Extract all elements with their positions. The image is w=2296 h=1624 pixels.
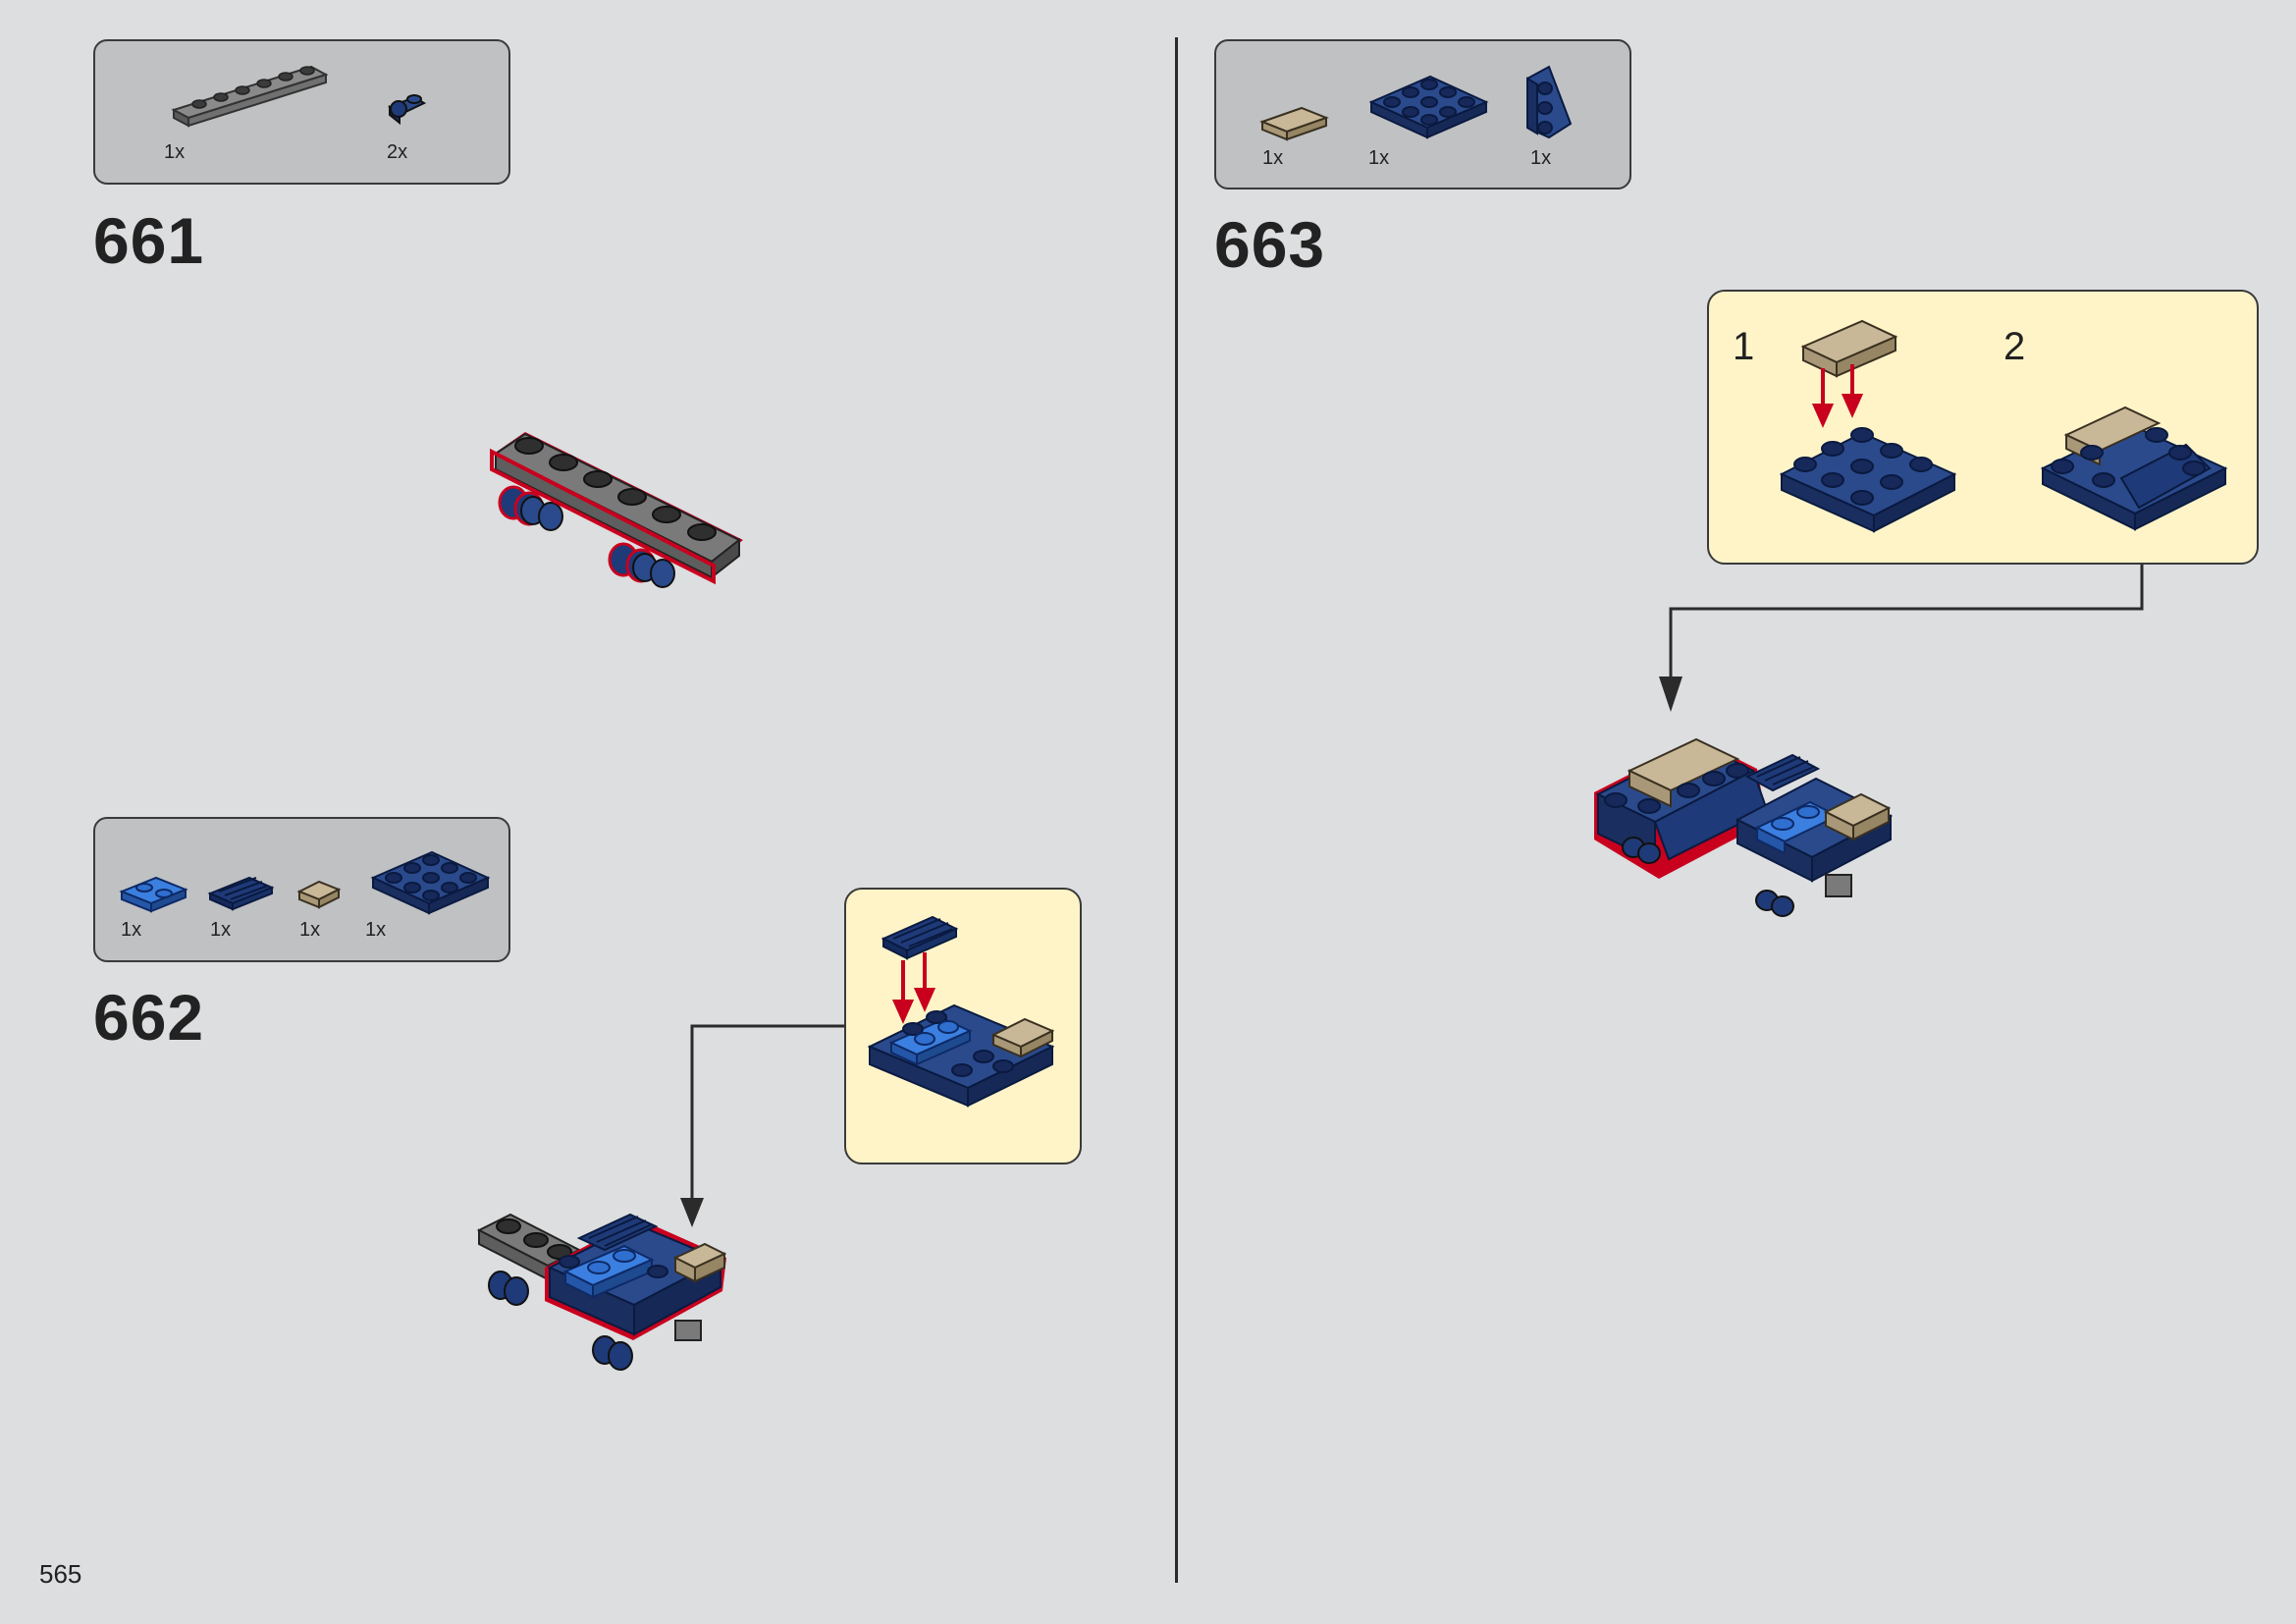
substep-number-2: 2 (2003, 325, 2026, 368)
part-blue-plate-1x2-icon (119, 876, 188, 913)
sub-assembly-callout-662 (844, 888, 1082, 1164)
substep-1-illustration (1779, 319, 1957, 533)
quantity-label: 2x (387, 141, 408, 163)
quantity-label: 1x (164, 141, 186, 163)
parts-list-663: 1x 1x 1x (1214, 39, 1631, 189)
callout-662-illustration (867, 915, 1055, 1108)
substep-number-1: 1 (1733, 325, 1755, 368)
connector-arrow-663 (1659, 565, 2144, 712)
part-tan-tile-1x2-icon (1259, 106, 1329, 141)
part-gray-plate-1x6-icon (171, 65, 329, 128)
substep-2-illustration (2040, 406, 2228, 531)
quantity-label: 1x (299, 919, 321, 941)
part-dark-blue-plate-3x3-icon (1368, 75, 1489, 139)
parts-list-661: 1x 2x (93, 39, 510, 185)
part-grille-tile-icon (207, 876, 275, 911)
quantity-label: 1x (121, 919, 142, 941)
part-tan-tile-icon (296, 880, 342, 909)
step-661-assembly-illustration (490, 432, 743, 588)
quantity-label: 1x (365, 919, 387, 941)
quantity-label: 1x (1368, 147, 1390, 169)
step-number-661: 661 (93, 204, 205, 277)
part-dark-blue-wedge-plate-icon (1526, 65, 1573, 139)
page-divider (1175, 37, 1178, 1583)
step-662-assembly-illustration (476, 1213, 727, 1371)
page-number: 565 (39, 1559, 82, 1589)
part-blue-clip-plate-icon (388, 94, 427, 126)
connector-arrow-662 (680, 1024, 844, 1227)
parts-list-662: 1x 1x 1x 1x (93, 817, 510, 962)
quantity-label: 1x (1262, 147, 1284, 169)
step-number-662: 662 (93, 981, 205, 1054)
step-663-assembly-illustration (1594, 737, 1894, 917)
part-dark-blue-plate-3x3-icon (370, 850, 491, 915)
sub-assembly-callout-663: 1 2 (1707, 290, 2259, 565)
step-number-663: 663 (1214, 208, 1326, 281)
quantity-label: 1x (1530, 147, 1552, 169)
quantity-label: 1x (210, 919, 232, 941)
